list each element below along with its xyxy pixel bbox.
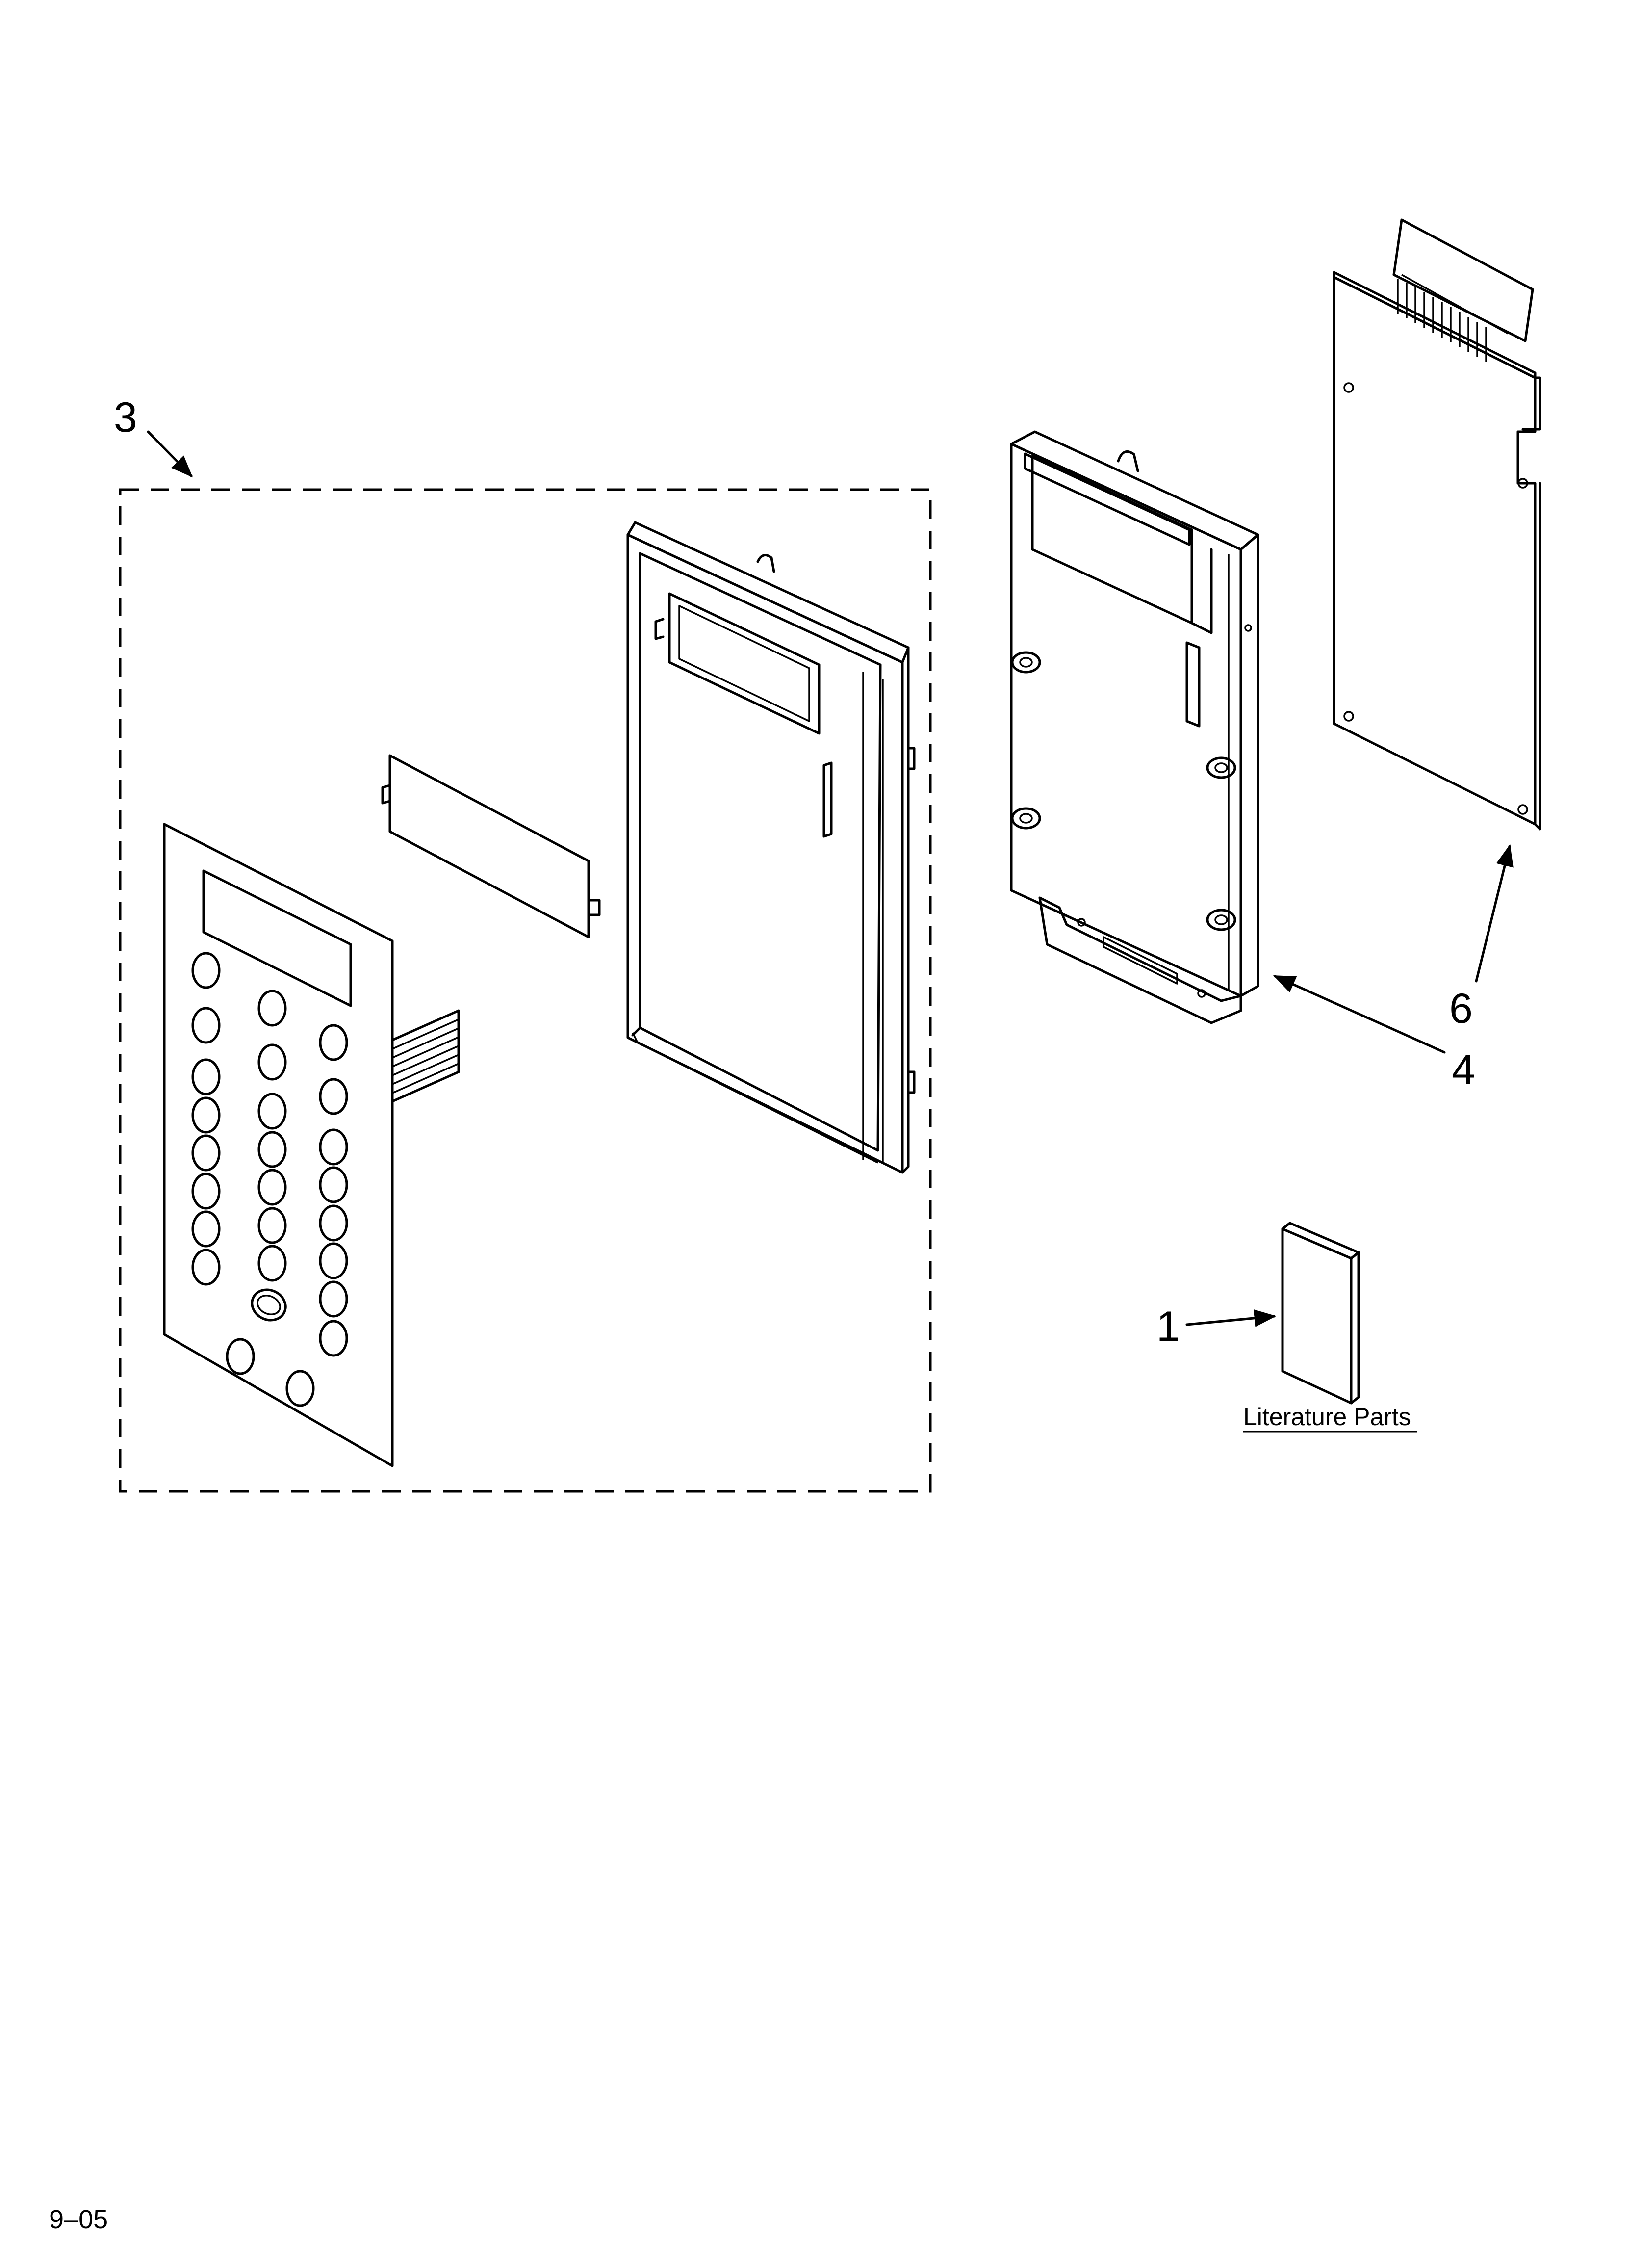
keypad-button bbox=[319, 1024, 348, 1061]
keypad-button bbox=[191, 1007, 221, 1044]
keypad-button bbox=[191, 1096, 221, 1134]
keypad-membrane bbox=[163, 823, 460, 1467]
control-panel-housing bbox=[1010, 430, 1259, 1024]
keypad-button bbox=[257, 1245, 287, 1282]
keypad-button bbox=[191, 1249, 221, 1286]
keypad-button bbox=[257, 1043, 287, 1081]
keypad-button bbox=[191, 1134, 221, 1172]
literature-booklet bbox=[1281, 1222, 1360, 1405]
board-ribbon-connector bbox=[1392, 218, 1534, 342]
keypad-button bbox=[319, 1242, 348, 1279]
keypad-start-button bbox=[251, 1288, 287, 1322]
footer-revision-code: 9–05 bbox=[49, 2205, 108, 2234]
callout-1-arrow bbox=[1185, 1309, 1277, 1327]
keypad-button bbox=[285, 1370, 315, 1407]
keypad-button bbox=[319, 1204, 348, 1242]
keypad-button bbox=[319, 1128, 348, 1166]
callout-4: 4 bbox=[1452, 1046, 1475, 1094]
keypad-ribbon bbox=[391, 1009, 460, 1103]
control-board bbox=[1333, 218, 1541, 831]
keypad-button bbox=[319, 1280, 348, 1318]
keypad-button bbox=[257, 1207, 287, 1244]
keypad-button bbox=[191, 1058, 221, 1095]
keypad-button bbox=[226, 1338, 255, 1375]
callout-1: 1 bbox=[1156, 1303, 1180, 1350]
keypad-button bbox=[257, 990, 287, 1027]
display-window bbox=[381, 754, 601, 938]
kit-boundary bbox=[119, 488, 932, 1493]
control-panel-frame bbox=[626, 521, 916, 1174]
callout-4-arrow bbox=[1273, 975, 1446, 1054]
literature-parts-label: Literature Parts bbox=[1243, 1403, 1411, 1431]
keypad-button bbox=[319, 1166, 348, 1203]
callout-3: 3 bbox=[114, 394, 137, 441]
keypad-button bbox=[191, 1210, 221, 1248]
keypad-button bbox=[191, 1173, 221, 1210]
keypad-button bbox=[257, 1131, 287, 1168]
keypad-button bbox=[191, 952, 221, 989]
keypad-button bbox=[257, 1169, 287, 1206]
keypad-button bbox=[319, 1078, 348, 1115]
keypad-button bbox=[257, 1093, 287, 1130]
callout-6: 6 bbox=[1449, 985, 1473, 1032]
keypad-button bbox=[319, 1320, 348, 1357]
callout-3-arrow bbox=[147, 430, 193, 478]
callout-6-arrow bbox=[1475, 844, 1514, 983]
housing-screw-boss bbox=[1011, 651, 1236, 931]
